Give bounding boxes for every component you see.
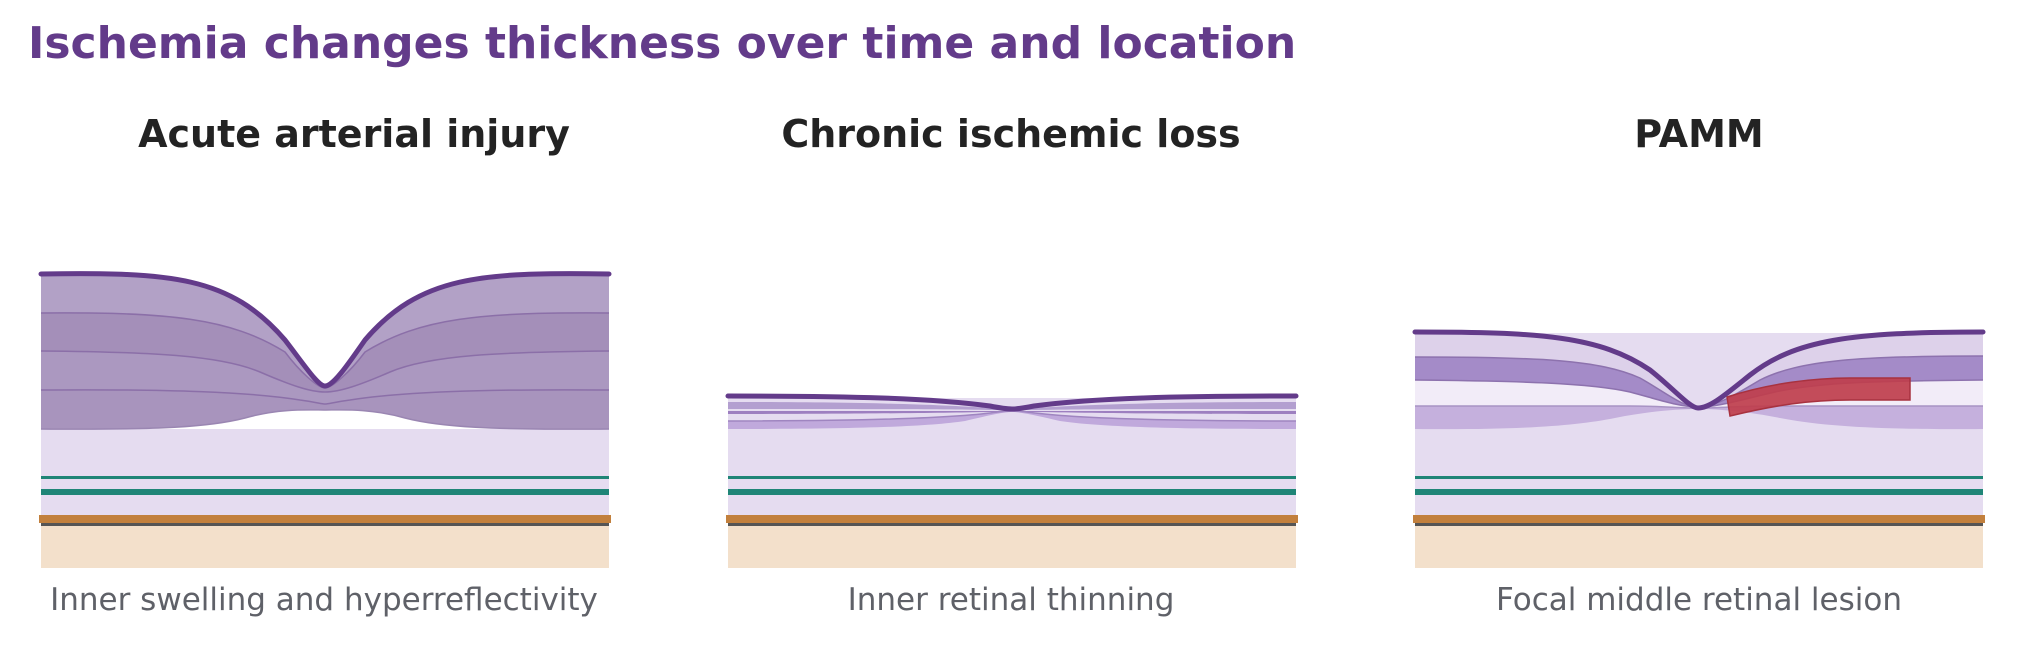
- inner-layer-opl-thin: [728, 411, 1296, 429]
- ellipsoid-zone: [41, 489, 609, 495]
- external-limiting-membrane: [728, 476, 1296, 479]
- panel-acute: [38, 271, 612, 568]
- inner-layer-ipl-pamm: [1415, 356, 1983, 407]
- inner-layer-rnfl-light: [1415, 332, 1983, 408]
- panel-caption-acute: Inner swelling and hyperreflectivity: [50, 582, 598, 618]
- rpe-band: [726, 515, 1298, 523]
- choroid: [1415, 524, 1983, 568]
- inner-layer-opl-pamm: [1415, 406, 1983, 430]
- inner-layer-ipl: [41, 312, 609, 392]
- inner-layer-rnfl: [41, 273, 609, 388]
- panel-chronic: [725, 393, 1299, 568]
- rpe-band: [39, 515, 611, 523]
- ilm-line: [1412, 329, 1986, 411]
- panel-caption-pamm: Focal middle retinal lesion: [1496, 582, 1902, 618]
- layer-boundary: [40, 350, 610, 393]
- bruch-membrane: [728, 523, 1296, 526]
- inner-layer-rnfl-thin: [728, 402, 1296, 410]
- panel-caption-chronic: Inner retinal thinning: [847, 582, 1175, 618]
- external-limiting-membrane: [41, 476, 609, 479]
- pamm-lesion: [1726, 377, 1911, 417]
- layer-boundary: [40, 409, 610, 430]
- choroid: [41, 524, 609, 568]
- rpe-band: [1413, 515, 1985, 523]
- panel-title-acute: Acute arterial injury: [138, 112, 570, 156]
- main-title: Ischemia changes thickness over time and…: [28, 18, 1297, 69]
- outer-retina: [728, 398, 1296, 515]
- ilm-line: [38, 271, 612, 389]
- bruch-membrane: [1415, 523, 1983, 526]
- panel-title-chronic: Chronic ischemic loss: [781, 112, 1241, 156]
- choroid: [728, 524, 1296, 568]
- layer-boundary: [40, 389, 610, 405]
- external-limiting-membrane: [1415, 476, 1983, 479]
- ellipsoid-zone: [1415, 489, 1983, 495]
- ellipsoid-zone: [728, 489, 1296, 495]
- panel-pamm: [1412, 329, 1986, 568]
- outer-retina: [41, 429, 609, 515]
- ilm-line: [725, 393, 1299, 412]
- panel-title-pamm: PAMM: [1634, 112, 1764, 156]
- inner-layer-ipl-thin: [728, 411, 1296, 414]
- bruch-membrane: [41, 523, 609, 526]
